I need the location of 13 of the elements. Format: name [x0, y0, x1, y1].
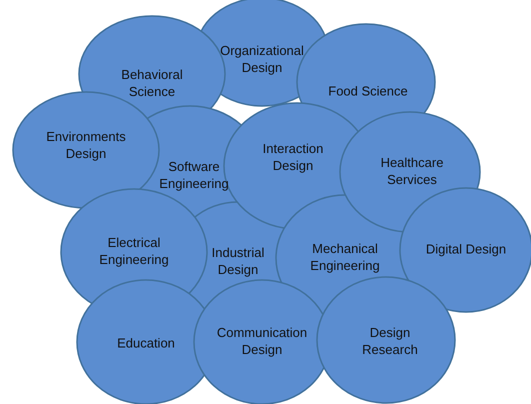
topic-label: Healthcare Services — [366, 155, 458, 189]
topic-label: Interaction Design — [247, 141, 339, 175]
topic-label: Food Science — [328, 84, 408, 100]
topic-label: Communication Design — [216, 325, 308, 359]
topic-label: Education — [117, 336, 175, 352]
topic-label: Digital Design — [426, 242, 506, 258]
topic-label: Software Engineering — [148, 159, 240, 193]
topic-label: Environments Design — [40, 129, 132, 163]
topic-label: Design Research — [344, 325, 436, 359]
topic-label: Behavioral Science — [106, 67, 198, 101]
topic-label: Electrical Engineering — [88, 235, 180, 269]
topic-label: Mechanical Engineering — [299, 241, 391, 275]
topic-label: Industrial Design — [192, 245, 284, 279]
